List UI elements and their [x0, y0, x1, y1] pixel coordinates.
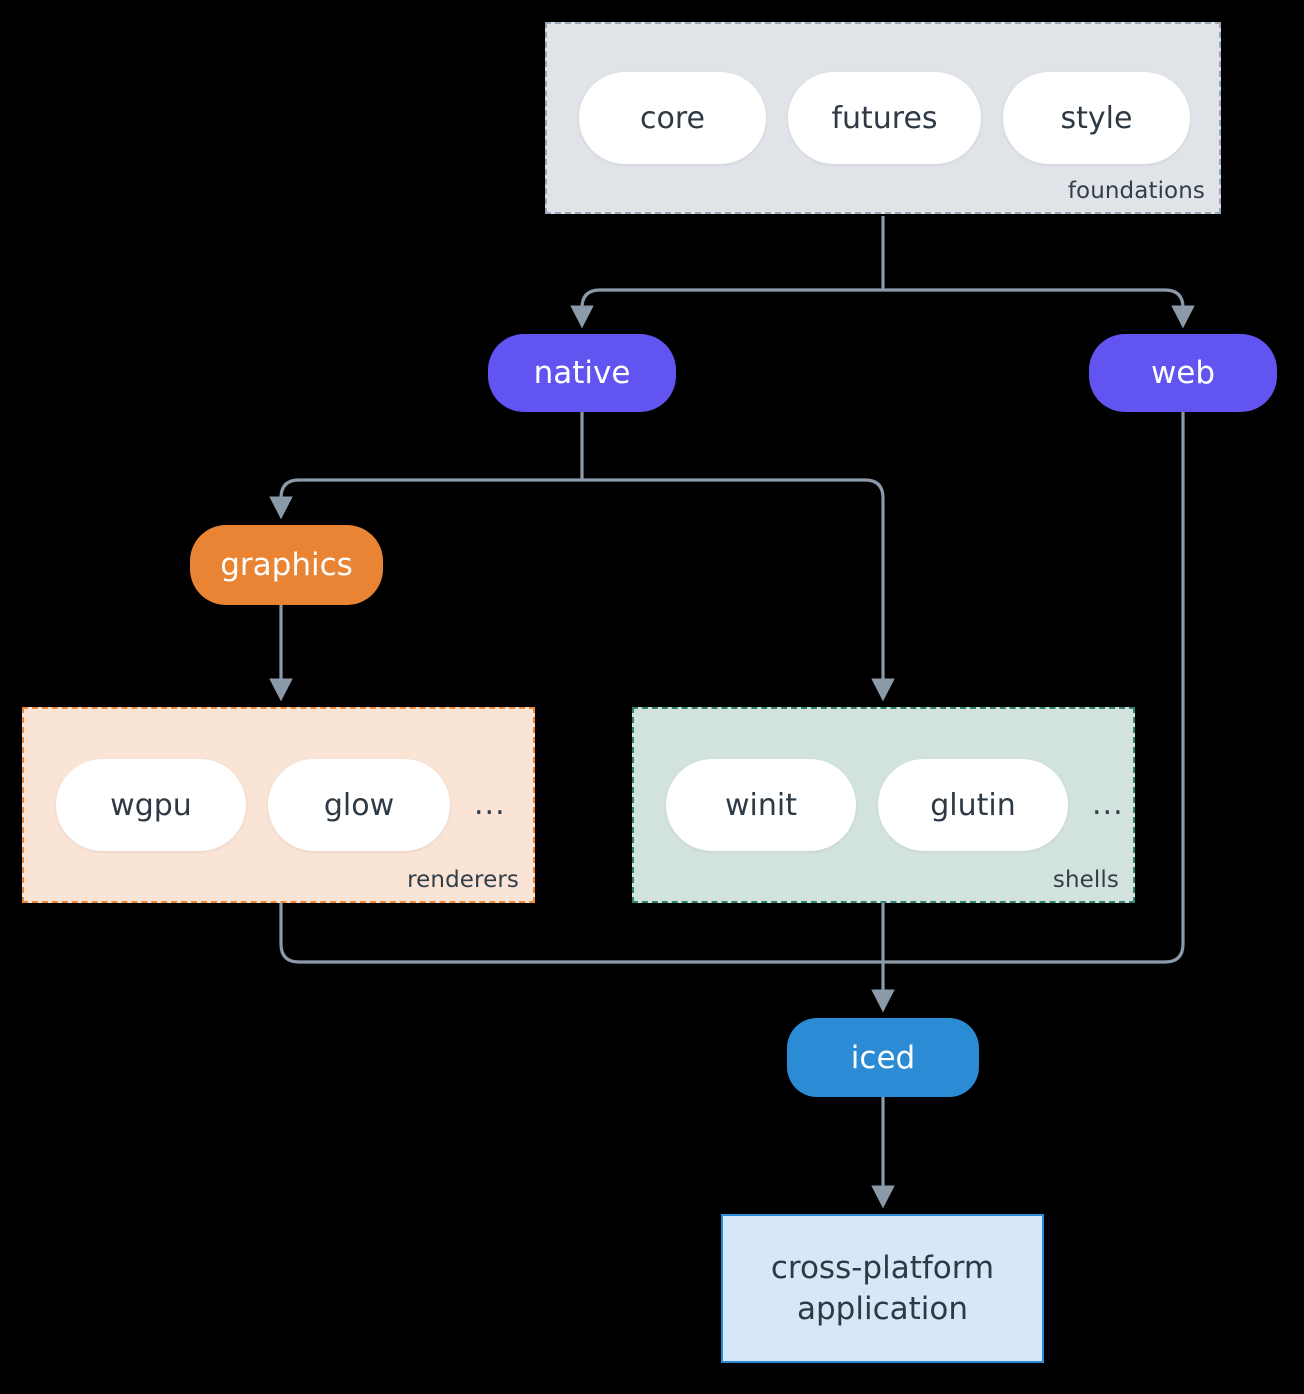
cluster-foundations: core futures style foundations — [545, 22, 1221, 214]
edge-native-to-shells — [582, 478, 895, 702]
node-style[interactable]: style — [1003, 72, 1190, 164]
node-graphics[interactable]: graphics — [190, 525, 383, 605]
edge-native-to-graphics — [269, 478, 582, 520]
node-core[interactable]: core — [579, 72, 766, 164]
application-label-line1: cross-platform — [770, 1250, 995, 1287]
node-iced[interactable]: iced — [787, 1018, 979, 1097]
cluster-renderers-items: wgpu glow ... — [24, 709, 533, 901]
cluster-renderers-label: renderers — [407, 867, 519, 893]
cluster-foundations-items: core futures style — [547, 24, 1219, 212]
renderers-overflow-ellipsis: ... — [474, 787, 506, 822]
node-glow[interactable]: glow — [268, 759, 450, 851]
node-winit[interactable]: winit — [666, 759, 856, 851]
cluster-shells-label: shells — [1052, 867, 1119, 893]
node-futures[interactable]: futures — [788, 72, 981, 164]
node-wgpu[interactable]: wgpu — [56, 759, 246, 851]
edge-foundations-to-web — [883, 288, 1195, 329]
edge-renderers-to-iced — [279, 903, 883, 964]
node-glutin[interactable]: glutin — [878, 759, 1068, 851]
node-cross-platform-application[interactable]: cross-platform application — [721, 1214, 1044, 1363]
cluster-shells: winit glutin ... shells — [632, 707, 1135, 903]
node-web[interactable]: web — [1089, 334, 1277, 412]
node-native[interactable]: native — [488, 334, 676, 412]
cluster-shells-items: winit glutin ... — [634, 709, 1133, 901]
application-label-line2: application — [797, 1290, 968, 1327]
cluster-renderers: wgpu glow ... renderers — [22, 707, 535, 903]
cluster-foundations-label: foundations — [1067, 178, 1205, 204]
shells-overflow-ellipsis: ... — [1092, 787, 1124, 822]
edge-foundations-to-native — [570, 288, 883, 329]
